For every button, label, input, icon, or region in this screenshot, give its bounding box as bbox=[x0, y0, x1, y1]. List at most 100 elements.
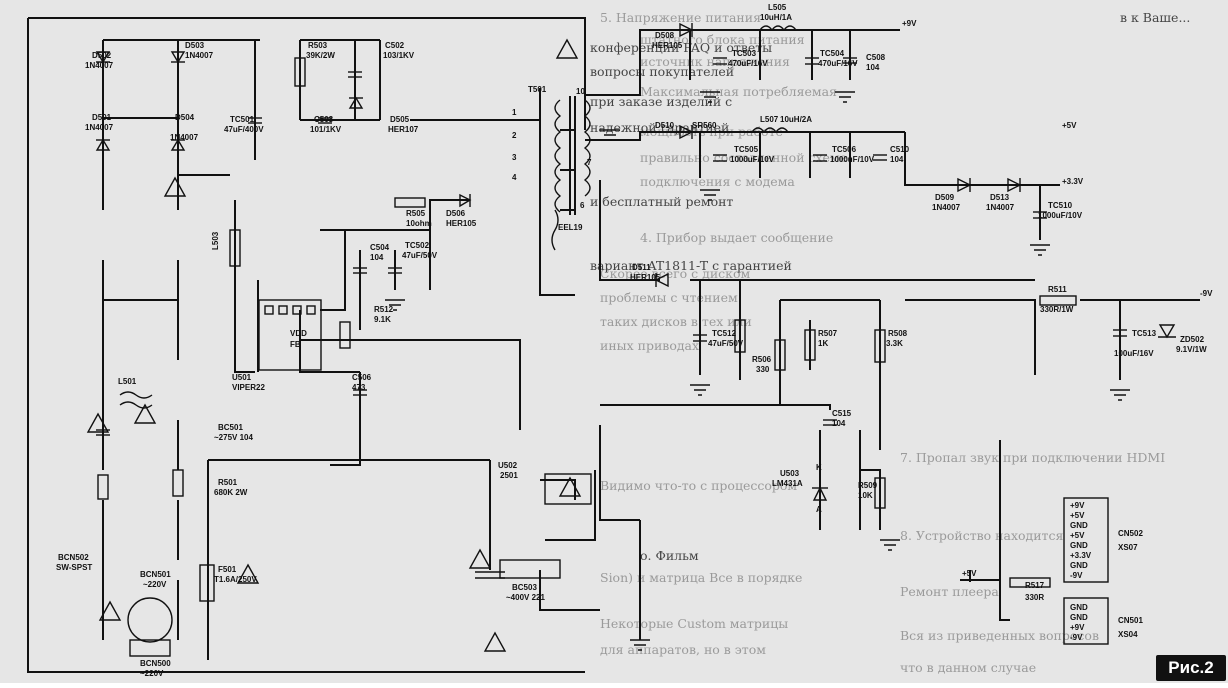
label-C510-value: 104 bbox=[890, 155, 904, 164]
label-CN501: CN501 bbox=[1118, 616, 1143, 625]
label-L501: L501 bbox=[118, 377, 137, 386]
label-D508-value: HER105 bbox=[652, 41, 683, 50]
label-BC503-value: ~400V 221 bbox=[506, 593, 545, 602]
label-U501-value: VIPER22 bbox=[232, 383, 265, 392]
label-BCN500: BCN500 bbox=[140, 659, 171, 668]
label-ZD502: ZD502 bbox=[1180, 335, 1205, 344]
label-C503: C503 bbox=[314, 115, 334, 124]
label-TC505: TC505 bbox=[734, 145, 759, 154]
label-TC503: TC503 bbox=[732, 49, 757, 58]
bg-text-line: Вся из приведенных вопросов bbox=[900, 628, 1099, 643]
bg-text-line: в к Ваше... bbox=[1120, 10, 1190, 25]
label-D503: D503 bbox=[185, 41, 205, 50]
label-BCN501-value: ~220V bbox=[143, 580, 167, 589]
label-D509-value: 1N4007 bbox=[932, 203, 961, 212]
label-TC505-value: 1000uF/10V bbox=[730, 155, 775, 164]
label-R507: R507 bbox=[818, 329, 838, 338]
label-D502: D502 bbox=[92, 51, 112, 60]
label-rail-minus-9v: -9V bbox=[1200, 289, 1213, 298]
pin-label: 10 bbox=[576, 87, 585, 96]
label-D505-value: HER107 bbox=[388, 125, 419, 134]
label-TC513-value: 100uF/16V bbox=[1114, 349, 1154, 358]
label-C510: C510 bbox=[890, 145, 910, 154]
bg-text-line: и бесплатный ремонт bbox=[590, 194, 733, 209]
cn501-pin: -9V bbox=[1070, 633, 1083, 642]
bg-text-line: конференции FAQ и ответы bbox=[590, 40, 772, 55]
cn502-pin: +5V bbox=[1070, 531, 1085, 540]
label-BCN502: BCN502 bbox=[58, 553, 89, 562]
label-BC503: BC503 bbox=[512, 583, 537, 592]
pin-label: 4 bbox=[512, 173, 517, 182]
label-R509: R509 bbox=[858, 481, 878, 490]
label-R501: R501 bbox=[218, 478, 238, 487]
label-U502-value: 2501 bbox=[500, 471, 518, 480]
bg-text-line: для аппаратов, но в этом bbox=[600, 642, 766, 657]
label-VDD: VDD bbox=[290, 329, 307, 338]
label-TC510: TC510 bbox=[1048, 201, 1073, 210]
label-L503: L503 bbox=[211, 231, 220, 250]
pin-label: 2 bbox=[512, 131, 517, 140]
label-R511-value: 330R/1W bbox=[1040, 305, 1074, 314]
label-R512-value: 9.1K bbox=[374, 315, 391, 324]
label-R505: R505 bbox=[406, 209, 426, 218]
label-T501: T501 bbox=[528, 85, 547, 94]
transformer-t501: 10 1 2 3 4 7 6 bbox=[512, 87, 592, 215]
cn501-pin: GND bbox=[1070, 603, 1088, 612]
cn501-pin: GND bbox=[1070, 613, 1088, 622]
label-D510-value: SR560 bbox=[692, 121, 717, 130]
label-rail-3v3: +3.3V bbox=[1062, 177, 1084, 186]
label-L505-value: 10uH/1A bbox=[760, 13, 792, 22]
cn502-pin: GND bbox=[1070, 541, 1088, 550]
label-TC512: TC512 bbox=[712, 329, 737, 338]
label-C506: C506 bbox=[352, 373, 372, 382]
label-U501: U501 bbox=[232, 373, 252, 382]
label-BC501-value: ~275V 104 bbox=[214, 433, 253, 442]
cn501-pin: +9V bbox=[1070, 623, 1085, 632]
label-D503-value: 1N4007 bbox=[185, 51, 214, 60]
label-D501-value: 1N4007 bbox=[85, 123, 114, 132]
secondary-wiring bbox=[585, 29, 1200, 640]
pin-label: 7 bbox=[587, 158, 592, 167]
label-D508: D508 bbox=[655, 31, 675, 40]
label-R508: R508 bbox=[888, 329, 908, 338]
bg-text-line: подключения с модема bbox=[640, 174, 795, 189]
label-BC501: BC501 bbox=[218, 423, 243, 432]
label-R509-value: 10K bbox=[858, 491, 873, 500]
label-U503: U503 bbox=[780, 469, 800, 478]
label-R517: R517 bbox=[1025, 581, 1045, 590]
label-TC502: TC502 bbox=[405, 241, 430, 250]
label-D510: D510 bbox=[655, 121, 675, 130]
label-rail-5v-b: +5V bbox=[962, 569, 977, 578]
label-D505: D505 bbox=[390, 115, 410, 124]
label-D502-value: 1N4007 bbox=[85, 61, 114, 70]
label-F501: F501 bbox=[218, 565, 237, 574]
primary-wiring bbox=[27, 17, 600, 673]
label-D511: D511 bbox=[632, 263, 651, 272]
label-C504: C504 bbox=[370, 243, 390, 252]
component-labels: D502 1N4007 D503 1N4007 D501 1N4007 D504… bbox=[56, 3, 1213, 678]
label-D504-value: 1N4007 bbox=[170, 133, 199, 142]
label-TC504-value: 470uF/16V bbox=[818, 59, 858, 68]
label-FB: FB bbox=[290, 340, 301, 349]
label-R503: R503 bbox=[308, 41, 328, 50]
label-TC513: TC513 bbox=[1132, 329, 1157, 338]
bg-text-line: таких дисков в тех или bbox=[600, 314, 752, 329]
bg-text-line: Максимальная потребляемая bbox=[640, 84, 837, 99]
label-C515: C515 bbox=[832, 409, 852, 418]
label-rail-9v: +9V bbox=[902, 19, 917, 28]
label-D509: D509 bbox=[935, 193, 955, 202]
label-BCN501: BCN501 bbox=[140, 570, 171, 579]
label-D513-value: 1N4007 bbox=[986, 203, 1015, 212]
label-C508: C508 bbox=[866, 53, 886, 62]
label-D506: D506 bbox=[446, 209, 466, 218]
cn502-pin: +9V bbox=[1070, 501, 1085, 510]
label-ZD502-value: 9.1V/1W bbox=[1176, 345, 1207, 354]
figure-number-badge: Рис.2 bbox=[1156, 655, 1226, 681]
bridge-diodes bbox=[95, 51, 186, 151]
label-C504-value: 104 bbox=[370, 253, 384, 262]
label-R508-value: 3.3K bbox=[886, 339, 903, 348]
label-R506-value: 330 bbox=[756, 365, 770, 374]
label-XS07: XS07 bbox=[1118, 543, 1138, 552]
